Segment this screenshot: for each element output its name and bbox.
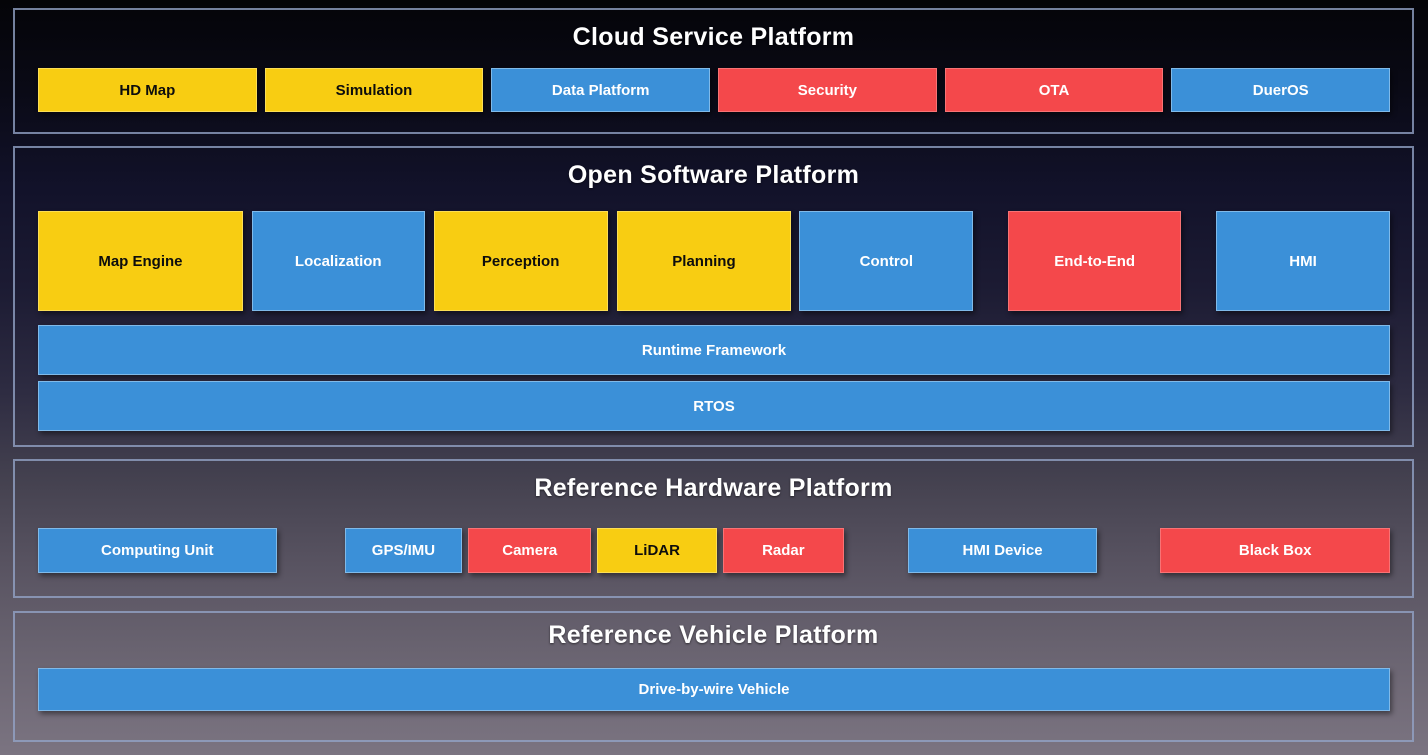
box-ota: OTA	[944, 68, 1164, 112]
box-black-box: Black Box	[1160, 528, 1390, 573]
box-control: Control	[799, 211, 974, 311]
box-localization: Localization	[251, 211, 425, 311]
box-data-platform: Data Platform	[491, 68, 711, 112]
box-dueros: DuerOS	[1171, 68, 1391, 112]
box-gps-imu: GPS/IMU	[344, 528, 463, 573]
box-hmi: HMI	[1216, 211, 1390, 311]
box-radar: Radar	[722, 528, 844, 573]
box-camera: Camera	[468, 528, 592, 573]
box-security: Security	[718, 68, 937, 112]
box-map-engine: Map Engine	[38, 211, 243, 311]
section-reference-hardware-platform: Reference Hardware Platform Computing Un…	[13, 459, 1414, 598]
section-title-reference-hardware: Reference Hardware Platform	[534, 474, 893, 502]
box-simulation: Simulation	[264, 68, 484, 112]
section-cloud-service-platform: Cloud Service Platform HD Map Simulation…	[13, 8, 1414, 134]
box-hmi-device: HMI Device	[907, 528, 1098, 573]
box-lidar: LiDAR	[597, 528, 717, 573]
section-title-reference-vehicle: Reference Vehicle Platform	[548, 621, 879, 649]
box-computing-unit: Computing Unit	[38, 528, 277, 573]
section-reference-vehicle-platform: Reference Vehicle Platform Drive-by-wire…	[13, 611, 1414, 742]
box-planning: Planning	[616, 211, 792, 311]
box-perception: Perception	[433, 211, 608, 311]
cloud-boxes-row: HD Map Simulation Data Platform Security…	[38, 68, 1391, 112]
software-boxes-row: Map Engine Localization Perception Plann…	[38, 211, 1390, 311]
section-title-open-software: Open Software Platform	[567, 161, 860, 189]
section-open-software-platform: Open Software Platform Map Engine Locali…	[13, 146, 1414, 447]
box-end-to-end: End-to-End	[1008, 211, 1182, 311]
box-hd-map: HD Map	[38, 68, 257, 112]
section-title-cloud-service: Cloud Service Platform	[572, 23, 855, 51]
hardware-boxes-row: Computing Unit GPS/IMU Camera LiDAR Rada…	[38, 528, 1390, 573]
bar-runtime-framework: Runtime Framework	[38, 325, 1390, 375]
bar-rtos: RTOS	[38, 381, 1390, 431]
bar-drive-by-wire-vehicle: Drive-by-wire Vehicle	[38, 668, 1390, 711]
